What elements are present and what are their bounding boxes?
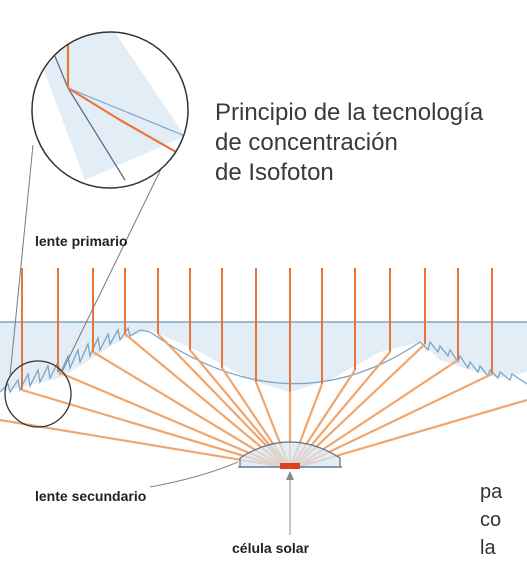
cropped-body-text: pa co la: [480, 478, 527, 562]
refracted-ray: [124, 333, 285, 467]
magnified-detail: [31, 31, 189, 189]
magnified-lens-section: [40, 32, 185, 180]
central-lens-curve: [149, 331, 421, 385]
refracted-ray: [157, 333, 287, 467]
secondary-lens-label: lente secundario: [35, 488, 147, 504]
refracted-ray: [21, 388, 279, 468]
detail-marker-circle: [4, 360, 72, 428]
diagram-title: Principio de la tecnología de concentrac…: [215, 98, 483, 188]
refracted-ray: [295, 343, 426, 467]
refracted-ray: [297, 359, 459, 467]
cropped-text-line: pa: [480, 481, 503, 503]
refracted-ray: [0, 418, 279, 468]
magnified-facet-line: [67, 87, 186, 137]
arrow-up-icon: [286, 471, 294, 480]
secondary-lens: [239, 441, 341, 468]
refracted-ray: [57, 370, 281, 468]
primary-lens-body: [0, 322, 527, 392]
refracted-ray: [92, 351, 283, 467]
cropped-text-line: la: [480, 537, 496, 559]
fresnel-sawtooth-right: [419, 340, 527, 385]
refracted-ray: [301, 398, 527, 468]
title-line-1: Principio de la tecnología: [215, 99, 484, 126]
solar-cell: [280, 463, 300, 469]
fresnel-sawtooth-left: [0, 326, 151, 394]
callout-line: [9, 144, 34, 377]
secondary-lens-pointer-line: [149, 461, 239, 488]
incident-rays: [21, 268, 493, 392]
solar-cell-label: célula solar: [232, 540, 310, 556]
magnified-facet-line: [67, 87, 126, 181]
cropped-text-line: co: [480, 509, 502, 531]
refracted-ray: [299, 373, 493, 467]
magnified-ray: [67, 87, 121, 121]
magnified-circle-outline: [31, 31, 189, 189]
primary-lens-label: lente primario: [35, 233, 128, 249]
title-line-3: de Isofoton: [215, 159, 334, 186]
title-line-2: de concentración: [215, 129, 398, 156]
